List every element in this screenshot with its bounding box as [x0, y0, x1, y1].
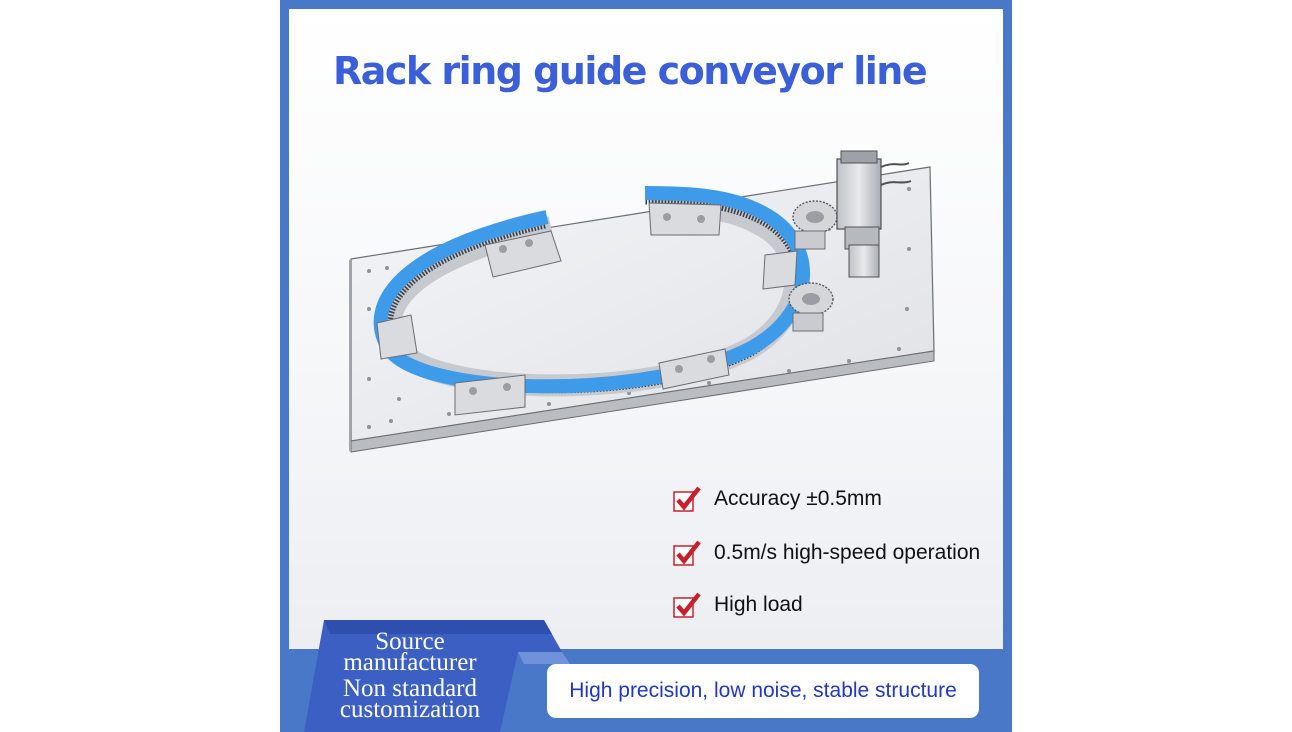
drive-gears: [788, 200, 838, 332]
feature-text: High load: [714, 593, 803, 616]
feature-item: Accuracy ±0.5mm: [672, 485, 882, 513]
tagline-text: High precision, low noise, stable struct…: [569, 679, 957, 702]
red-checkmark-icon: [673, 592, 701, 618]
feature-text: Accuracy ±0.5mm: [714, 487, 882, 510]
ribbon-text-customization: Non standard customization: [339, 675, 481, 723]
servo-motor: [836, 150, 912, 278]
poster-title: Rack ring guide conveyor line: [333, 49, 928, 93]
product-poster: Rack ring guide conveyor line: [280, 0, 1012, 732]
carriage-rollers: [469, 213, 715, 395]
feature-text: 0.5m/s high-speed operation: [714, 541, 981, 564]
poster-canvas: Rack ring guide conveyor line: [289, 9, 1003, 649]
red-checkmark-icon: [673, 540, 701, 566]
feature-item: High load: [672, 591, 803, 619]
ribbon-banner: [304, 620, 570, 732]
tagline-box: High precision, low noise, stable struct…: [547, 664, 979, 718]
ribbon-text-source: Source manufacturer: [343, 628, 477, 676]
feature-item: 0.5m/s high-speed operation: [672, 539, 980, 567]
red-checkmark-icon: [673, 486, 701, 512]
conveyor-illustration: [349, 150, 935, 453]
gear-teeth: [385, 197, 803, 394]
